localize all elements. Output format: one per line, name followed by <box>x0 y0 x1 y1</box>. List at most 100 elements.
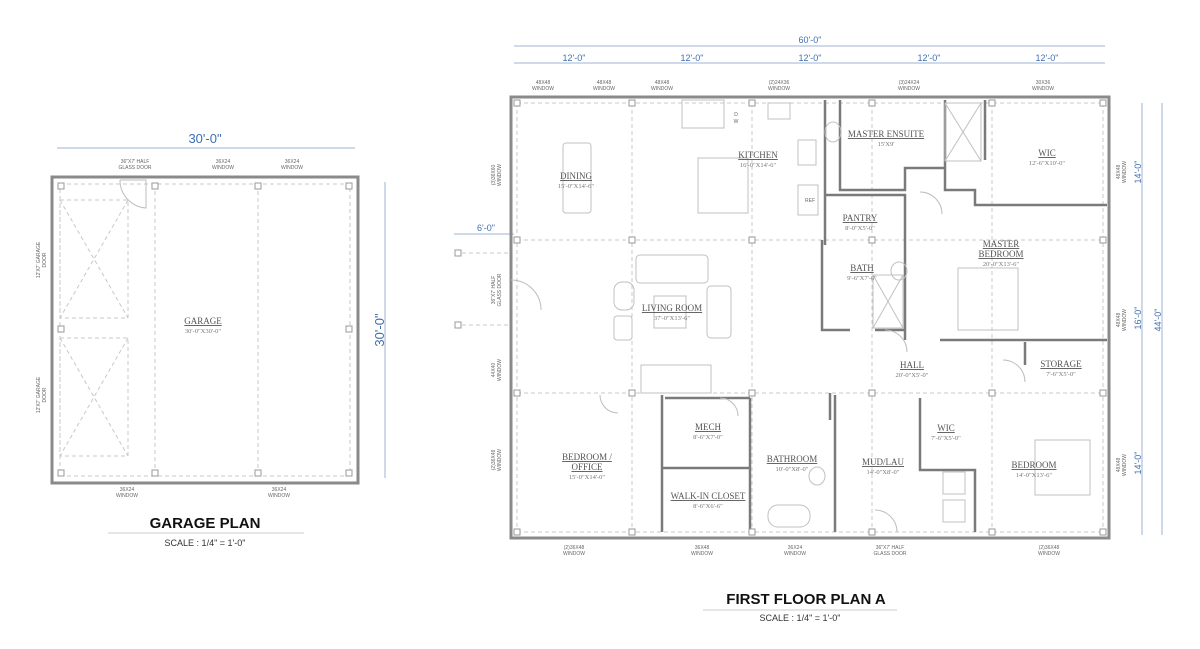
garage-columns <box>57 182 353 477</box>
depth-dimension: 16'-0" <box>1133 307 1143 330</box>
kitchen-sink <box>767 102 791 120</box>
room-size-hall: 20'-0"X5'-0" <box>896 372 929 379</box>
fireplace <box>640 364 712 394</box>
room-size-mech: 8'-6"X7'-0" <box>693 434 723 441</box>
room-name-bedroom: BEDROOM <box>1011 460 1056 470</box>
svg-text:WINDOW: WINDOW <box>768 86 790 92</box>
svg-text:WINDOW: WINDOW <box>1038 551 1060 557</box>
garage-width-dimension: 30'-0" <box>188 131 222 146</box>
garage-door-note: 12'X7' GARAGE <box>36 241 42 278</box>
toilet <box>808 466 826 486</box>
room-name-bedroom-office: BEDROOM / <box>562 452 612 462</box>
exterior-wall <box>509 95 1111 540</box>
garage-exterior-wall <box>50 175 360 485</box>
svg-text:WINDOW: WINDOW <box>497 449 503 471</box>
porch-dimension: 6'-0" <box>477 223 495 233</box>
washer <box>942 471 966 495</box>
garage-window-note: 36X24 <box>216 159 231 165</box>
svg-text:WINDOW: WINDOW <box>1122 161 1128 183</box>
svg-text:36"X7' HALF: 36"X7' HALF <box>491 276 497 305</box>
bath-shower <box>872 274 904 329</box>
toilet <box>890 261 908 281</box>
garage-window-note: WINDOW <box>212 165 234 171</box>
svg-text:WINDOW: WINDOW <box>1032 86 1054 92</box>
room-name-living-room: LIVING ROOM <box>642 303 702 313</box>
garage-door-overhead-a <box>59 199 129 319</box>
svg-text:48X48: 48X48 <box>536 80 551 86</box>
room-name-kitchen: KITCHEN <box>738 150 778 160</box>
structural-grid <box>455 102 1104 533</box>
garage-door-note: DOOR <box>42 252 48 267</box>
svg-text:WINDOW: WINDOW <box>497 164 503 186</box>
garage-room-size: 30'-0"X30'-0" <box>185 328 222 335</box>
room-name-dining: DINING <box>560 171 592 181</box>
room-size-wic: 12'-6"X10'-0" <box>1029 160 1066 167</box>
svg-text:36"X7' HALF: 36"X7' HALF <box>876 545 905 551</box>
svg-text:WINDOW: WINDOW <box>1122 309 1128 331</box>
svg-text:48X48: 48X48 <box>655 80 670 86</box>
room-size-mud-laundry: 14'-0"X8'-0" <box>867 469 900 476</box>
garage-door-note: DOOR <box>42 387 48 402</box>
door-swings <box>510 191 1026 533</box>
dishwasher-label: W <box>734 119 739 125</box>
cooktop <box>797 139 817 166</box>
svg-text:48X48: 48X48 <box>1116 313 1122 328</box>
svg-text:GLASS DOOR: GLASS DOOR <box>497 273 503 306</box>
depth-dimension: 14'-0" <box>1133 161 1143 184</box>
armchair <box>613 281 635 311</box>
coffee-table <box>653 295 687 329</box>
svg-text:WINDOW: WINDOW <box>532 86 554 92</box>
room-name-wic-small: WIC <box>937 423 955 433</box>
room-name-master-bedroom: MASTER <box>983 239 1020 249</box>
bay-dimension: 12'-0" <box>563 53 586 63</box>
refrigerator-label: REF <box>805 198 815 204</box>
bedroom-bed <box>1034 439 1091 496</box>
garage-depth-dimension: 30'-0" <box>372 313 387 347</box>
svg-text:36X48: 36X48 <box>695 545 710 551</box>
overall-depth-dimension: 44'-0" <box>1153 309 1163 332</box>
refrigerator <box>797 184 819 216</box>
room-name-hall: HALL <box>900 360 924 370</box>
dryer <box>942 499 966 523</box>
room-name-master-bedroom: BEDROOM <box>978 249 1023 259</box>
room-size-pantry: 8'-0"X5'-0" <box>845 225 875 232</box>
room-size-storage: 7'-6"X5'-0" <box>1046 371 1076 378</box>
room-name-walk-in-closet: WALK-IN CLOSET <box>671 491 746 501</box>
svg-text:WINDOW: WINDOW <box>898 86 920 92</box>
room-name-wic: WIC <box>1038 148 1056 158</box>
garage-door-note: GLASS DOOR <box>118 165 151 171</box>
svg-text:(3)36X60: (3)36X60 <box>491 165 497 186</box>
svg-text:48X48: 48X48 <box>1116 165 1122 180</box>
toilet <box>824 121 842 143</box>
room-size-master-bedroom: 20'-0"X13'-6" <box>983 261 1020 268</box>
room-size-dining: 15'-0"X14'-6" <box>558 183 595 190</box>
svg-text:36X24: 36X24 <box>788 545 803 551</box>
room-size-master-ensuite: 15'X9' <box>878 141 895 148</box>
room-size-bedroom: 14'-0"X13'-6" <box>1016 472 1053 479</box>
master-bed <box>957 267 1019 331</box>
garage-window-note: 36X24 <box>120 487 135 493</box>
room-size-bathroom: 10'-0"X8'-0" <box>776 466 809 473</box>
garage-plan-scale: SCALE : 1/4" = 1'-0" <box>165 538 246 548</box>
room-size-wic-small: 7'-6"X5'-0" <box>931 435 961 442</box>
garage-window-note: 36X24 <box>272 487 287 493</box>
svg-text:WINDOW: WINDOW <box>593 86 615 92</box>
bay-dimension: 12'-0" <box>1036 53 1059 63</box>
overall-width-dimension: 60'-0" <box>799 35 822 45</box>
garage-window-note: WINDOW <box>268 493 290 499</box>
room-name-bathroom: BATHROOM <box>767 454 818 464</box>
svg-text:WINDOW: WINDOW <box>497 359 503 381</box>
garage-plan-title: GARAGE PLAN <box>150 515 261 532</box>
room-name-storage: STORAGE <box>1040 359 1082 369</box>
first-floor-plan-scale: SCALE : 1/4" = 1'-0" <box>760 613 841 623</box>
svg-text:(2)24X36: (2)24X36 <box>769 80 790 86</box>
garage-room-name: GARAGE <box>184 316 222 326</box>
room-name-bedroom-office: OFFICE <box>571 462 603 472</box>
room-name-pantry: PANTRY <box>843 213 878 223</box>
svg-text:WINDOW: WINDOW <box>1122 454 1128 476</box>
room-name-master-ensuite: MASTER ENSUITE <box>848 129 925 139</box>
svg-text:WINDOW: WINDOW <box>691 551 713 557</box>
